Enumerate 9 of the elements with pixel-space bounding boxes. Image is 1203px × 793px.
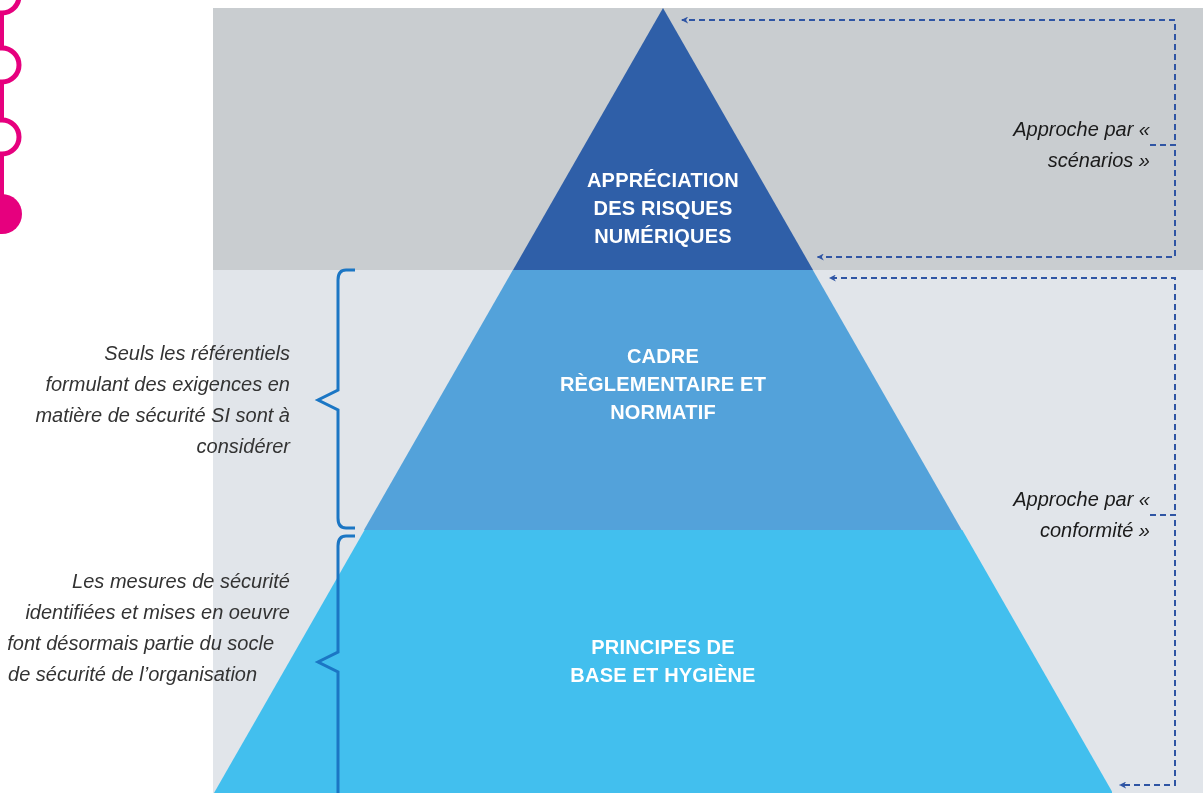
note-text: Seuls les référentiels formulant des exigences en matière de sécurité SI sont à considérer [34,341,290,459]
approach-label: Approche par « scénarios » [1011,117,1150,173]
tier-label: CADRE RÈGLEMENTAIRE ET NORMATIF [558,344,768,425]
tier-label: APPRÉCIATION DES RISQUES NUMÉRIQUES [585,168,740,249]
tier-label: PRINCIPES DE BASE ET HYGIÈNE [569,635,757,688]
dashed-arrow [816,144,1176,261]
note-text: Les mesures de sécurité identifiées et mises en oeuvre font désormais partie du socle de sécurité de l’organisation [6,569,290,687]
approach-label: Approche par « conformité » [1011,487,1150,543]
dashed-arrow [1118,514,1176,789]
